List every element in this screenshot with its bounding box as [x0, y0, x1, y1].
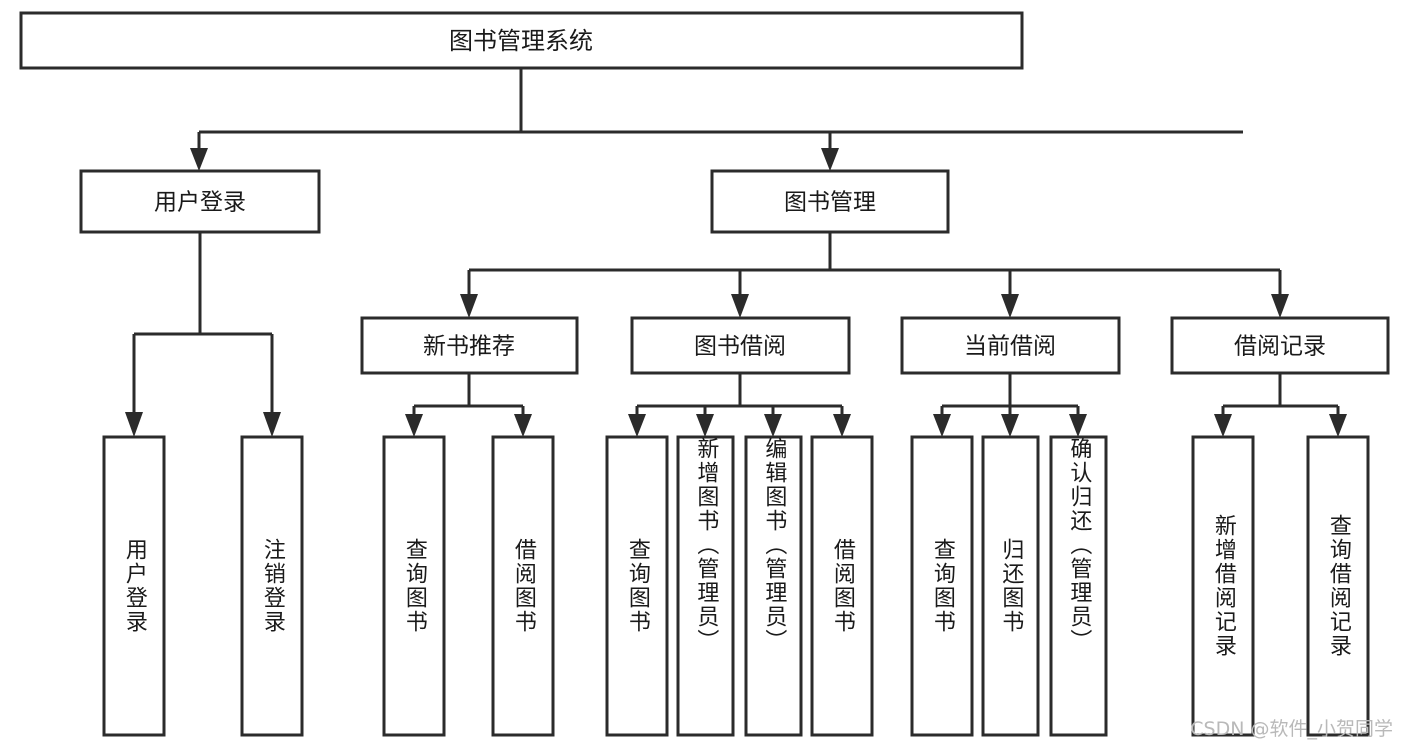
- arrow-to-leaf-query-book-1-icon: [405, 414, 423, 437]
- connector-book-manage-to-level3: [460, 232, 1289, 318]
- leaf-box-query-book-2[interactable]: [605, 435, 669, 737]
- connector-user-login-to-leaves: [125, 232, 281, 437]
- arrow-to-borrow-record-icon: [1271, 294, 1289, 318]
- connector-current-borrow-to-leaves: [933, 373, 1087, 437]
- book-borrow-label: 图书借阅: [694, 334, 786, 360]
- node-user-login[interactable]: 用户登录: [79, 169, 321, 234]
- arrow-to-leaf-query-record-icon: [1329, 414, 1347, 437]
- node-book-manage[interactable]: 图书管理: [710, 169, 950, 234]
- arrow-to-leaf-logout-icon: [263, 412, 281, 437]
- leaf-box-user-login[interactable]: [102, 435, 166, 737]
- connector-root-to-level2: [190, 68, 1243, 171]
- root-box[interactable]: [19, 11, 1024, 70]
- arrow-to-leaf-add-book-icon: [696, 414, 714, 437]
- user-login-label: 用户登录: [154, 190, 246, 216]
- current-borrow-box[interactable]: [900, 316, 1121, 375]
- current-borrow-label: 当前借阅: [964, 334, 1056, 360]
- leaf-box-add-book[interactable]: [676, 435, 735, 737]
- node-book-borrow[interactable]: 图书借阅: [630, 316, 851, 375]
- arrow-to-leaf-query-book-3-icon: [933, 414, 951, 437]
- book-manage-label: 图书管理: [784, 190, 876, 216]
- arrow-to-leaf-confirm-return-icon: [1069, 414, 1087, 437]
- connector-book-borrow-to-leaves: [628, 373, 851, 437]
- connector-borrow-record-to-leaves: [1214, 373, 1347, 437]
- arrow-to-new-book-icon: [460, 294, 478, 318]
- leaf-box-confirm-return[interactable]: [1049, 435, 1108, 737]
- arrow-to-leaf-query-book-2-icon: [628, 414, 646, 437]
- arrow-to-leaf-user-login-icon: [125, 412, 143, 437]
- user-login-box[interactable]: [79, 169, 321, 234]
- csdn-watermark: CSDN @软件_小贺同学: [1190, 718, 1393, 740]
- node-current-borrow[interactable]: 当前借阅: [900, 316, 1121, 375]
- arrow-to-book-manage-icon: [821, 148, 839, 171]
- arrow-to-leaf-edit-book-icon: [764, 414, 782, 437]
- arrow-to-leaf-borrow-book-1-icon: [514, 414, 532, 437]
- leaf-box-edit-book[interactable]: [744, 435, 803, 737]
- leaf-box-query-record[interactable]: [1306, 435, 1370, 737]
- arrow-to-leaf-borrow-book-2-icon: [833, 414, 851, 437]
- node-root[interactable]: 图书管理系统: [19, 11, 1024, 70]
- arrow-to-current-borrow-icon: [1001, 294, 1019, 318]
- node-borrow-record[interactable]: 借阅记录: [1170, 316, 1390, 375]
- leaf-box-add-record[interactable]: [1191, 435, 1255, 737]
- leaf-box-return-book[interactable]: [981, 435, 1040, 737]
- new-book-recommend-label: 新书推荐: [423, 334, 515, 360]
- leaf-box-query-book-1[interactable]: [382, 435, 446, 737]
- leaf-box-logout[interactable]: [240, 435, 304, 737]
- node-new-book-recommend[interactable]: 新书推荐: [360, 316, 579, 375]
- arrow-to-leaf-return-book-icon: [1001, 414, 1019, 437]
- root-label: 图书管理系统: [449, 27, 593, 55]
- leaf-box-borrow-book-1[interactable]: [491, 435, 555, 737]
- leaf-box-borrow-book-2[interactable]: [810, 435, 874, 737]
- arrow-to-leaf-add-record-icon: [1214, 414, 1232, 437]
- arrow-to-book-borrow-icon: [731, 294, 749, 318]
- borrow-record-label: 借阅记录: [1234, 334, 1326, 360]
- leaf-box-query-book-3[interactable]: [910, 435, 974, 737]
- arrow-to-user-login-icon: [190, 148, 208, 171]
- new-book-recommend-box[interactable]: [360, 316, 579, 375]
- connector-new-book-to-leaves: [405, 373, 532, 437]
